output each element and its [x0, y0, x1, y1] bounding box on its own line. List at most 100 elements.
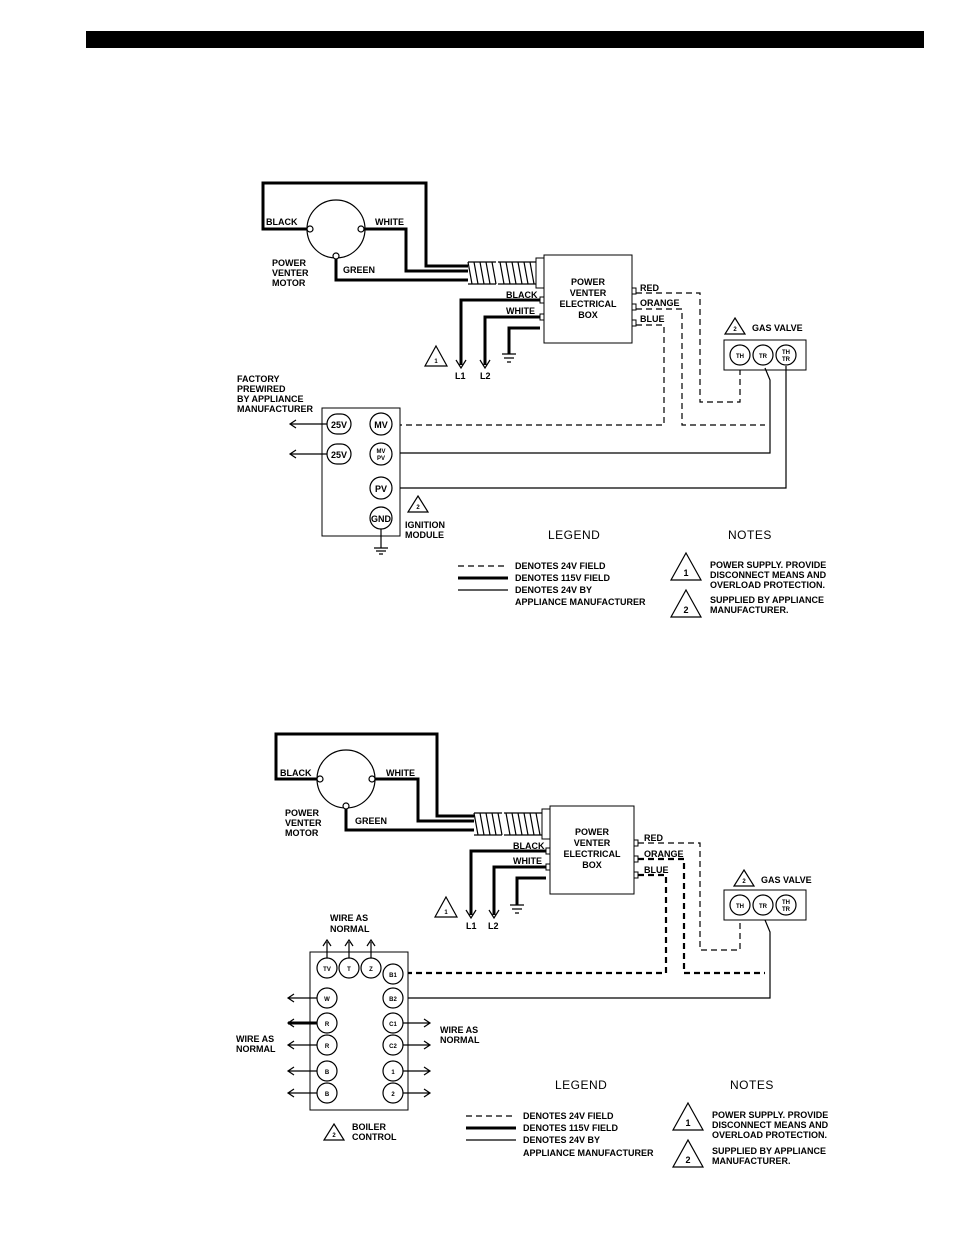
term-2: 2: [391, 1092, 395, 1098]
term-b-1: B: [325, 1070, 330, 1076]
power-black-label: BLACK: [506, 290, 538, 300]
box-label-4: BOX: [582, 860, 602, 870]
notes-2: NOTES 1 POWER SUPPLY. PROVIDE DISCONNECT…: [671, 1078, 829, 1168]
factory-label-4: MANUFACTURER: [237, 404, 313, 414]
ignition-module: 25V 25V MV MV PV PV GND 2 IGNITION MODUL…: [237, 374, 445, 555]
power-white-label: WHITE: [506, 306, 535, 316]
legend-row-3a: DENOTES 24V BY: [515, 585, 592, 595]
term-mvpv-top: MV: [377, 449, 386, 455]
wire-as-normal-left-2: NORMAL: [236, 1044, 276, 1054]
motor-label-1: POWER: [272, 258, 307, 268]
box-label-3: ELECTRICAL: [560, 299, 617, 309]
gas-valve: TH TR TH TR 2 GAS VALVE: [723, 316, 807, 371]
box-label-2: VENTER: [574, 838, 611, 848]
note-1-line-3: OVERLOAD PROTECTION.: [712, 1130, 827, 1140]
motor-label-2: VENTER: [272, 268, 309, 278]
motor-black-label: BLACK: [280, 768, 312, 778]
gv-thtr-bot: TR: [782, 357, 791, 363]
term-gnd: GND: [371, 514, 392, 524]
term-c1: C1: [389, 1022, 397, 1028]
wire-as-normal-right-2: NORMAL: [440, 1035, 480, 1045]
wire-as-normal-top-2: NORMAL: [330, 924, 370, 934]
power-venter-electrical-box-2: POWER VENTER ELECTRICAL BOX: [545, 805, 639, 895]
l2-label: L2: [480, 371, 491, 381]
svg-text:1: 1: [444, 910, 448, 916]
gas-valve-label: GAS VALVE: [761, 875, 812, 885]
note-2-line-1: SUPPLIED BY APPLIANCE: [712, 1146, 826, 1156]
motor-label-3: MOTOR: [272, 278, 306, 288]
legend-row-3b: APPLIANCE MANUFACTURER: [523, 1148, 654, 1158]
wire-as-normal-right-1: WIRE AS: [440, 1025, 478, 1035]
motor-black-label: BLACK: [266, 217, 298, 227]
note-2-line-1: SUPPLIED BY APPLIANCE: [710, 595, 824, 605]
box-label-2: VENTER: [570, 288, 607, 298]
legend-row-1: DENOTES 24V FIELD: [515, 561, 606, 571]
blue-wire-label: BLUE: [640, 314, 665, 324]
wire-as-normal-left-1: WIRE AS: [236, 1034, 274, 1044]
motor-green-label: GREEN: [343, 265, 375, 275]
power-venter-electrical-box: POWER VENTER ELECTRICAL BOX: [539, 254, 637, 344]
term-r-1: R: [325, 1022, 330, 1028]
notes-title: NOTES: [730, 1078, 774, 1092]
term-25v-1: 25V: [331, 420, 347, 430]
svg-text:2: 2: [332, 1133, 336, 1139]
factory-label-1: FACTORY: [237, 374, 280, 384]
motor-label-1: POWER: [285, 808, 320, 818]
gas-valve-label: GAS VALVE: [752, 323, 803, 333]
term-mv: MV: [374, 420, 388, 430]
legend-row-3a: DENOTES 24V BY: [523, 1135, 600, 1145]
red-wire-label: RED: [640, 283, 660, 293]
orange-wire-label: ORANGE: [644, 849, 684, 859]
term-b1: B1: [389, 973, 397, 979]
gv-thtr-top: TH: [782, 900, 790, 906]
note-1-line-3: OVERLOAD PROTECTION.: [710, 580, 825, 590]
l1-label: L1: [455, 371, 466, 381]
boiler-control: TV T Z B1 W B2 R C1 R C2 B 1 B 2 WIRE AS…: [236, 913, 480, 1142]
ignition-label-2: MODULE: [405, 530, 444, 540]
orange-wire-label: ORANGE: [640, 298, 680, 308]
term-r-2: R: [325, 1044, 330, 1050]
svg-text:2: 2: [683, 605, 688, 615]
gv-th: TH: [736, 904, 744, 910]
svg-text:2: 2: [733, 327, 737, 333]
note-2-line-2: MANUFACTURER.: [710, 605, 789, 615]
gv-thtr-bot: TR: [782, 907, 791, 913]
note-1-line-1: POWER SUPPLY. PROVIDE: [710, 560, 826, 570]
term-z: Z: [369, 967, 373, 973]
flex-conduit: [467, 257, 545, 289]
legend-row-2: DENOTES 115V FIELD: [515, 573, 611, 583]
note-1-badge: 1: [423, 344, 449, 367]
legend-row-1: DENOTES 24V FIELD: [523, 1111, 614, 1121]
note-2-line-2: MANUFACTURER.: [712, 1156, 791, 1166]
legend-2: LEGEND DENOTES 24V FIELD DENOTES 115V FI…: [466, 1078, 654, 1158]
term-1: 1: [391, 1070, 395, 1076]
note-1-line-2: DISCONNECT MEANS AND: [710, 570, 827, 580]
box-label-4: BOX: [578, 310, 598, 320]
motor-label-3: MOTOR: [285, 828, 319, 838]
header-bar: [86, 31, 924, 48]
l2-label: L2: [488, 921, 499, 931]
flex-conduit-2: [473, 808, 551, 840]
factory-label-3: BY APPLIANCE: [237, 394, 304, 404]
diagram-1: BLACK WHITE GREEN POWER VENTER MOTOR POW…: [237, 181, 827, 618]
box-label-3: ELECTRICAL: [564, 849, 621, 859]
svg-text:1: 1: [685, 1118, 690, 1128]
term-tv: TV: [323, 967, 331, 973]
red-wire-label: RED: [644, 833, 664, 843]
term-w: W: [324, 997, 330, 1003]
svg-text:1: 1: [434, 359, 438, 365]
note-1-badge-2: 1: [433, 895, 459, 918]
gas-valve-2: TH TR TH TR 2 GAS VALVE: [723, 868, 812, 921]
diagram-2: BLACK WHITE GREEN POWER VENTER MOTOR POW…: [236, 732, 829, 1168]
note-1-line-2: DISCONNECT MEANS AND: [712, 1120, 829, 1130]
term-t: T: [347, 967, 351, 973]
term-b2: B2: [389, 997, 397, 1003]
legend-row-3b: APPLIANCE MANUFACTURER: [515, 597, 646, 607]
gv-tr: TR: [759, 354, 768, 360]
motor-white-label: WHITE: [386, 768, 415, 778]
svg-text:2: 2: [685, 1155, 690, 1165]
notes-1: NOTES 1 POWER SUPPLY. PROVIDE DISCONNECT…: [669, 528, 827, 618]
svg-text:2: 2: [742, 879, 746, 885]
motor-green-label: GREEN: [355, 816, 387, 826]
boiler-control-label-2: CONTROL: [352, 1132, 397, 1142]
